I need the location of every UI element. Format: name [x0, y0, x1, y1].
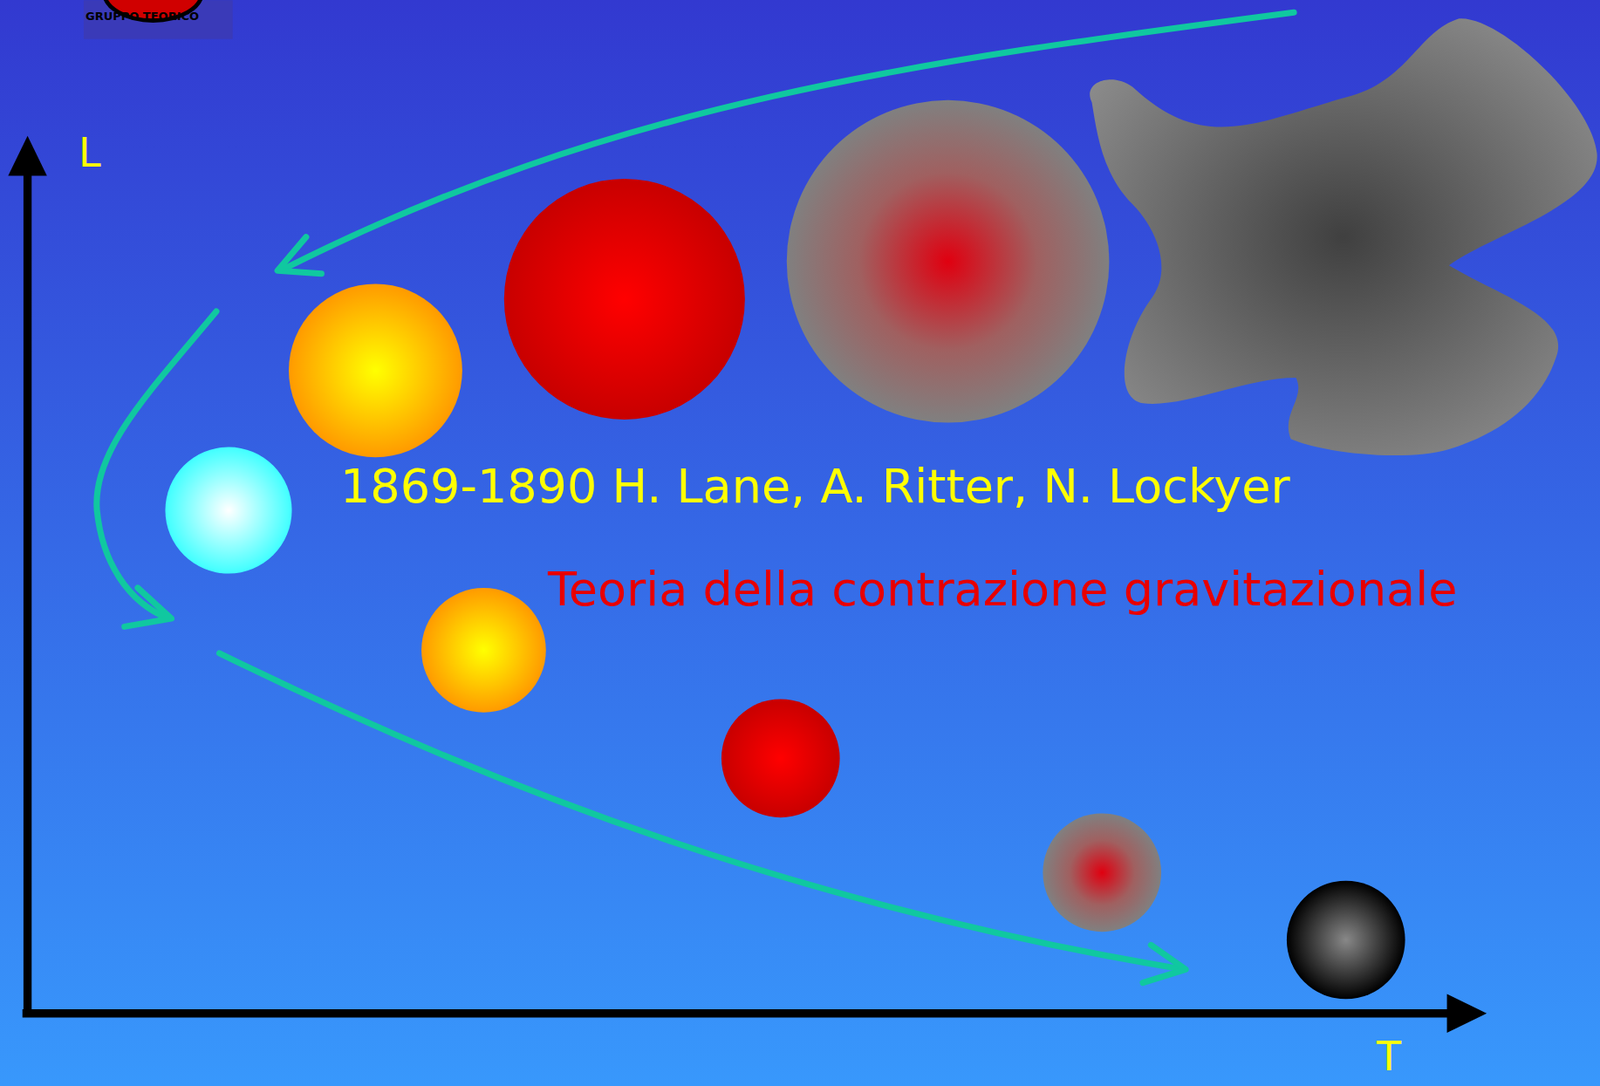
arrow-head — [277, 237, 322, 274]
fading-star — [1042, 813, 1162, 932]
red-giant — [504, 178, 746, 420]
white-star — [164, 447, 292, 575]
evolution-arrow — [218, 653, 1183, 971]
arrow-head — [1142, 944, 1186, 983]
evolution-arrow — [96, 311, 217, 619]
history-note: 1869-1890 H. Lane, A. Ritter, N. Lockyer — [340, 460, 1291, 513]
logo-text: GRUPPO TEORICO — [85, 10, 199, 23]
x-axis — [22, 1009, 1455, 1018]
axis-label: L — [78, 130, 102, 176]
protostar — [786, 100, 1110, 424]
theory-title: Teoria della contrazione gravitazionale — [547, 563, 1457, 616]
axis-head — [1447, 993, 1488, 1033]
evolution-arrow — [280, 12, 1294, 271]
yellow-giant — [288, 283, 463, 458]
red-dwarf — [721, 698, 841, 818]
axis-label: T — [1376, 1034, 1402, 1080]
y-axis — [23, 168, 32, 1013]
arrow-head — [124, 588, 172, 627]
gas-cloud — [1089, 18, 1597, 456]
axis-head — [7, 136, 47, 177]
dark-star — [1286, 881, 1406, 1000]
yellow-dwarf — [421, 588, 547, 713]
